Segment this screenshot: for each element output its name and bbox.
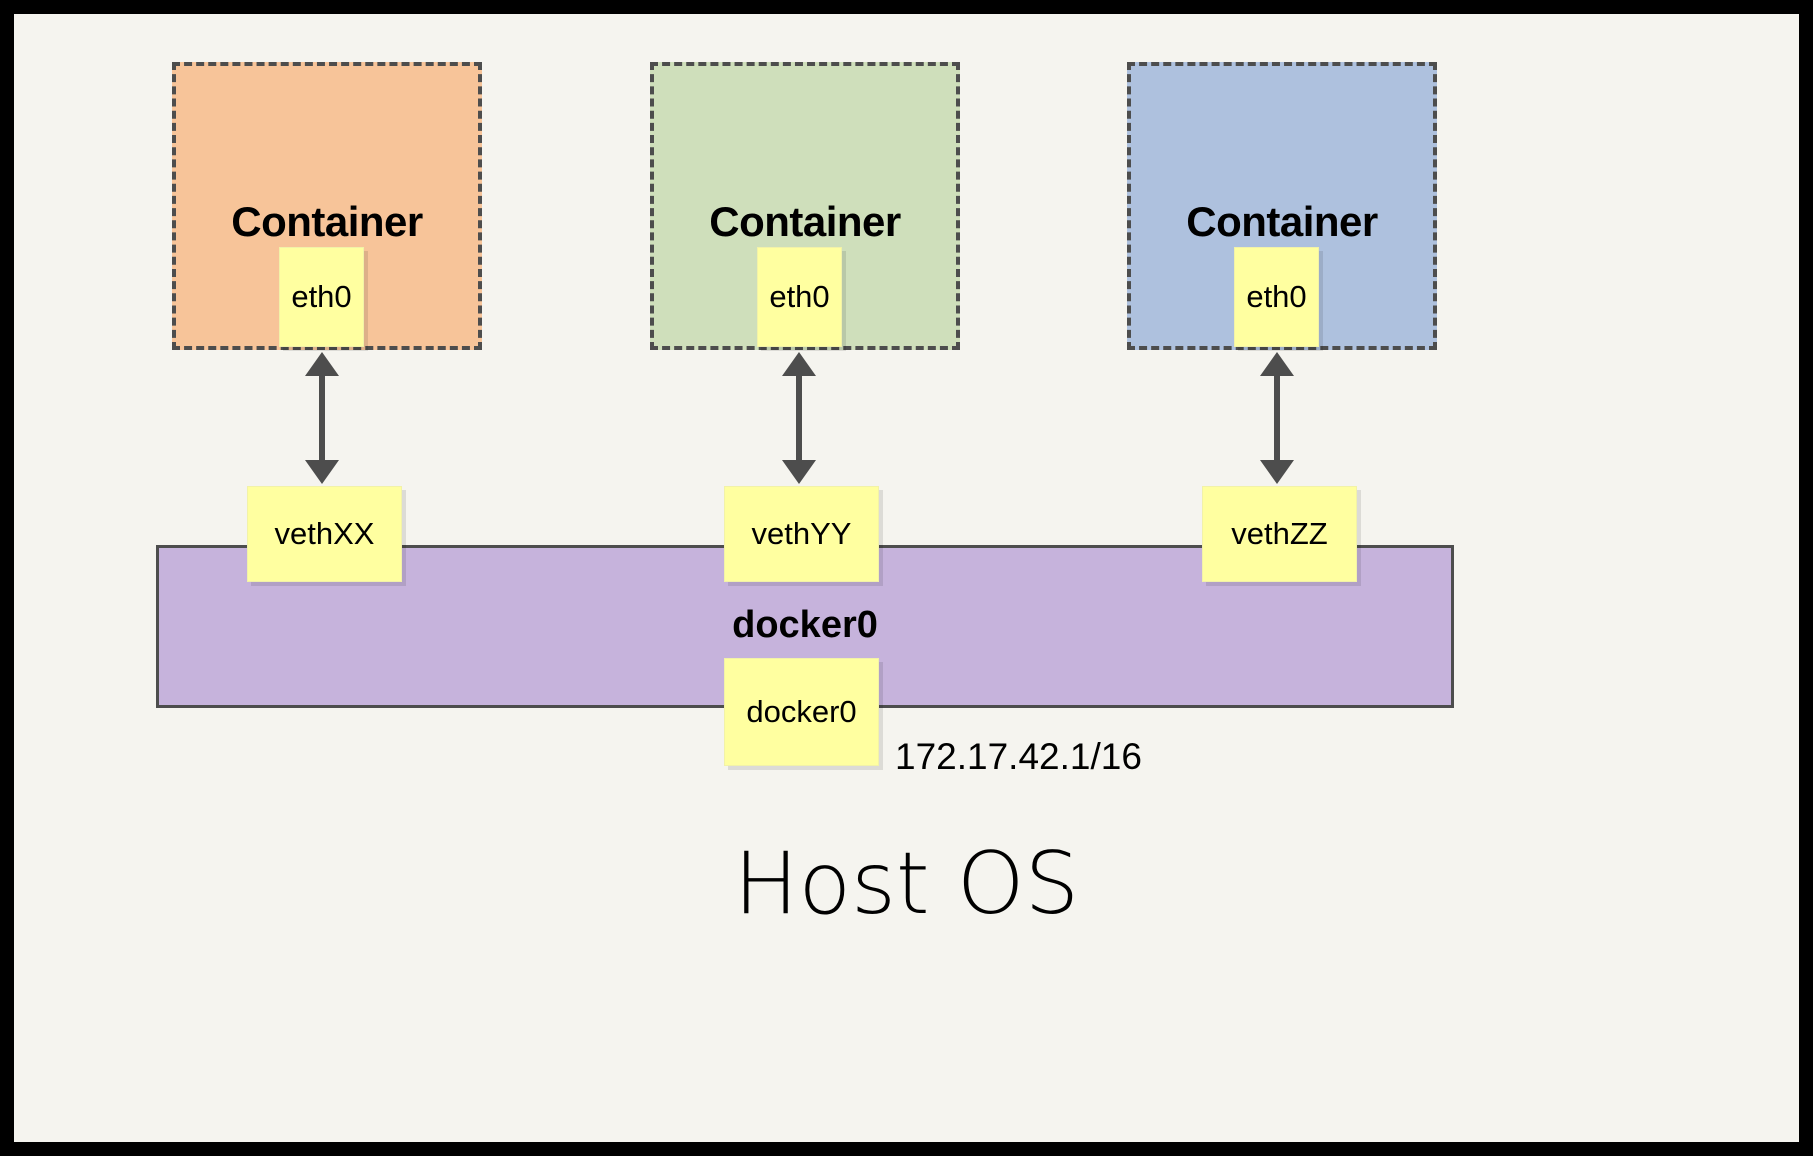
container-title: Container xyxy=(231,198,423,245)
eth0-interface-1: eth0 xyxy=(279,247,364,347)
arrow-head-down-icon xyxy=(305,460,339,484)
veth-interface-1: vethXX xyxy=(247,486,402,582)
container-title: Container xyxy=(709,198,901,245)
docker0-bridge-label: docker0 xyxy=(732,604,878,646)
veth-interface-3: vethZZ xyxy=(1202,486,1357,582)
connection-line-2 xyxy=(796,374,802,462)
connection-line-3 xyxy=(1274,374,1280,462)
arrow-head-up-icon xyxy=(305,352,339,376)
connection-line-1 xyxy=(319,374,325,462)
arrow-head-down-icon xyxy=(782,460,816,484)
host-os-label: Host OS xyxy=(733,834,1080,934)
docker0-interface-chip: docker0 xyxy=(724,658,879,766)
eth0-interface-2: eth0 xyxy=(757,247,842,347)
container-title: Container xyxy=(1186,198,1378,245)
eth0-interface-3: eth0 xyxy=(1234,247,1319,347)
docker0-ip-address: 172.17.42.1/16 xyxy=(895,736,1142,777)
veth-interface-2: vethYY xyxy=(724,486,879,582)
arrow-head-up-icon xyxy=(1260,352,1294,376)
arrow-head-up-icon xyxy=(782,352,816,376)
arrow-head-down-icon xyxy=(1260,460,1294,484)
